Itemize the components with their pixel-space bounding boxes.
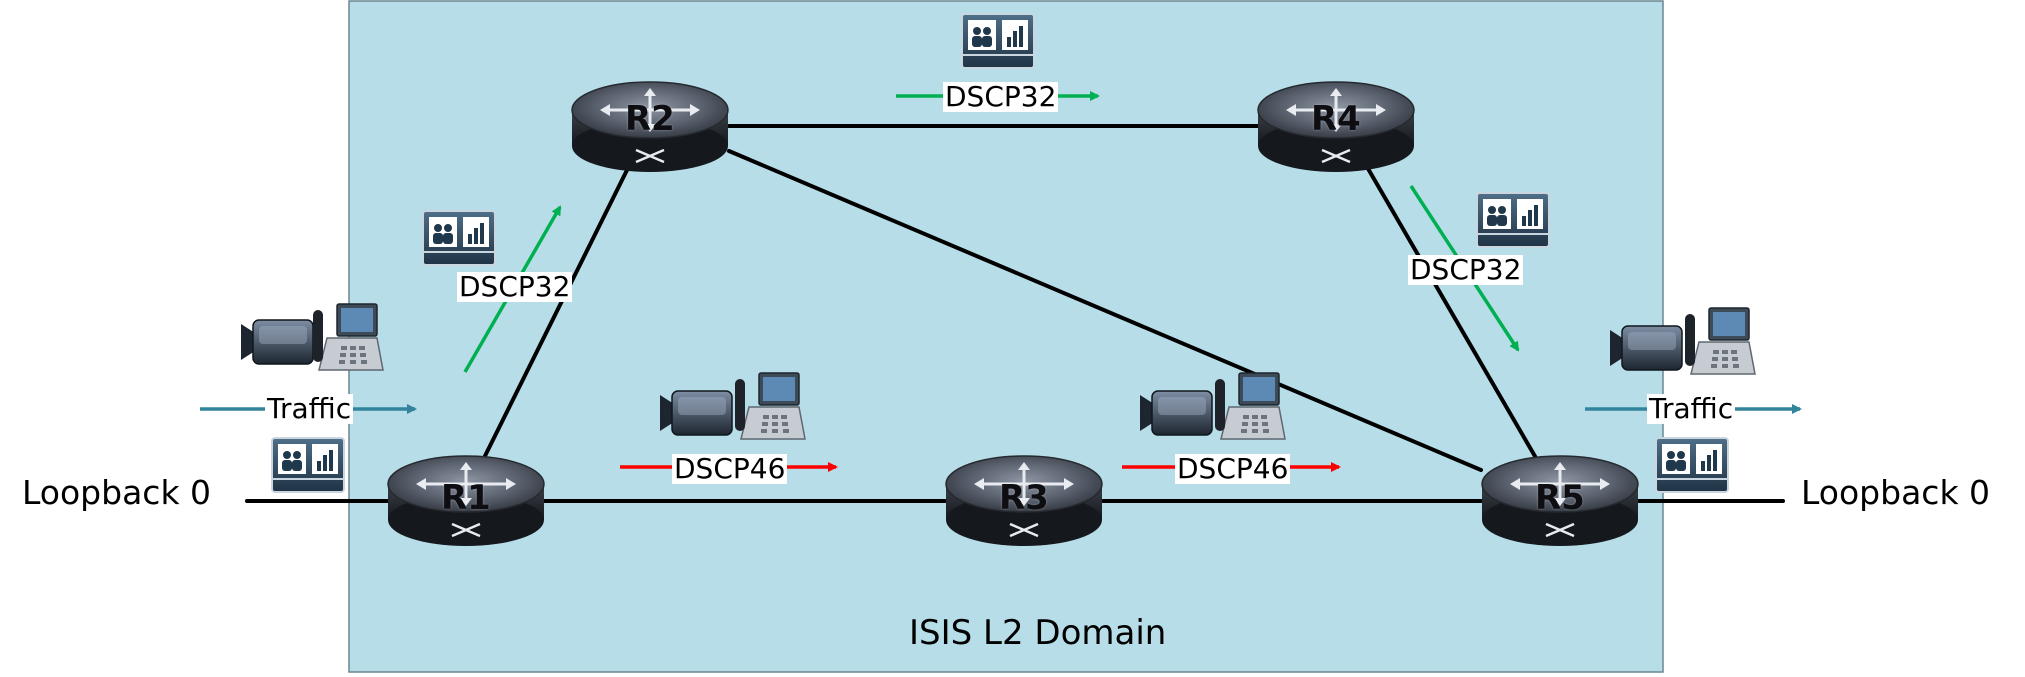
video-camera-icon [240, 319, 314, 365]
link-r4-r5 [1361, 158, 1538, 460]
label-traffic-out: Traffic [1647, 392, 1736, 425]
domain-label: ISIS L2 Domain [909, 613, 1167, 653]
router-label-r3: R3 [999, 478, 1049, 518]
telepresence-icon [271, 437, 345, 493]
router-label-r4: R4 [1311, 99, 1361, 139]
label-dscp32-r1-r2: DSCP32 [457, 270, 573, 303]
telepresence-icon [961, 13, 1035, 69]
label-dscp46-r3-r5: DSCP46 [1175, 452, 1291, 485]
router-label-r5: R5 [1535, 478, 1585, 518]
label-dscp32-r4-r5: DSCP32 [1408, 253, 1524, 286]
links [245, 124, 1785, 503]
ip-phone-icon [1684, 307, 1756, 375]
label-loopback-right: Loopback 0 [1801, 473, 1991, 512]
label-loopback-left: Loopback 0 [22, 473, 212, 512]
label-traffic-in: Traffic [265, 392, 354, 425]
isis-domain-area [348, 0, 1664, 673]
label-dscp32-r2-r4: DSCP32 [943, 80, 1059, 113]
telepresence-icon [1655, 437, 1729, 493]
router-label-r2: R2 [625, 99, 675, 139]
telepresence-icon [422, 210, 496, 266]
router-label-r1: R1 [441, 478, 491, 518]
link-r2-r5 [727, 149, 1483, 472]
link-r1-r2 [481, 158, 634, 462]
label-dscp46-r1-r3: DSCP46 [672, 452, 788, 485]
telepresence-icon [1476, 192, 1550, 248]
